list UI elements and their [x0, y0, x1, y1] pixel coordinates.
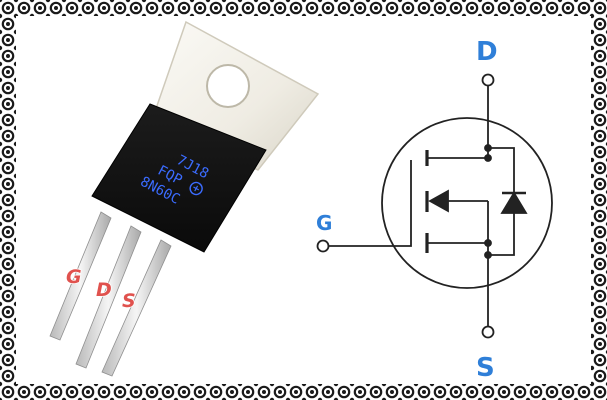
lead-source: [101, 239, 172, 377]
component-leads: [49, 211, 172, 377]
source-terminal-icon: [481, 325, 495, 339]
photo-label-source: S: [122, 290, 136, 312]
symbol-circle: [381, 117, 553, 289]
n-channel-mosfet-symbol: [316, 73, 553, 339]
lead-gate: [49, 211, 112, 341]
symbol-label-gate: G: [316, 211, 332, 235]
fairchild-logo-icon: [189, 181, 203, 196]
diode-icon: [500, 191, 528, 214]
lead-drain: [75, 225, 142, 369]
symbol-label-source: S: [476, 353, 495, 383]
component-body: [91, 103, 267, 253]
substrate-arrow-icon: [428, 189, 449, 213]
component-photo: 7J18 FQP 8N60C G D S: [49, 20, 320, 377]
symbol-label-drain: D: [476, 37, 498, 67]
drain-terminal-icon: [481, 73, 495, 87]
gate-terminal-icon: [316, 239, 330, 253]
photo-label-gate: G: [66, 266, 82, 288]
photo-label-drain: D: [96, 279, 112, 301]
mounting-hole-icon: [206, 64, 250, 108]
